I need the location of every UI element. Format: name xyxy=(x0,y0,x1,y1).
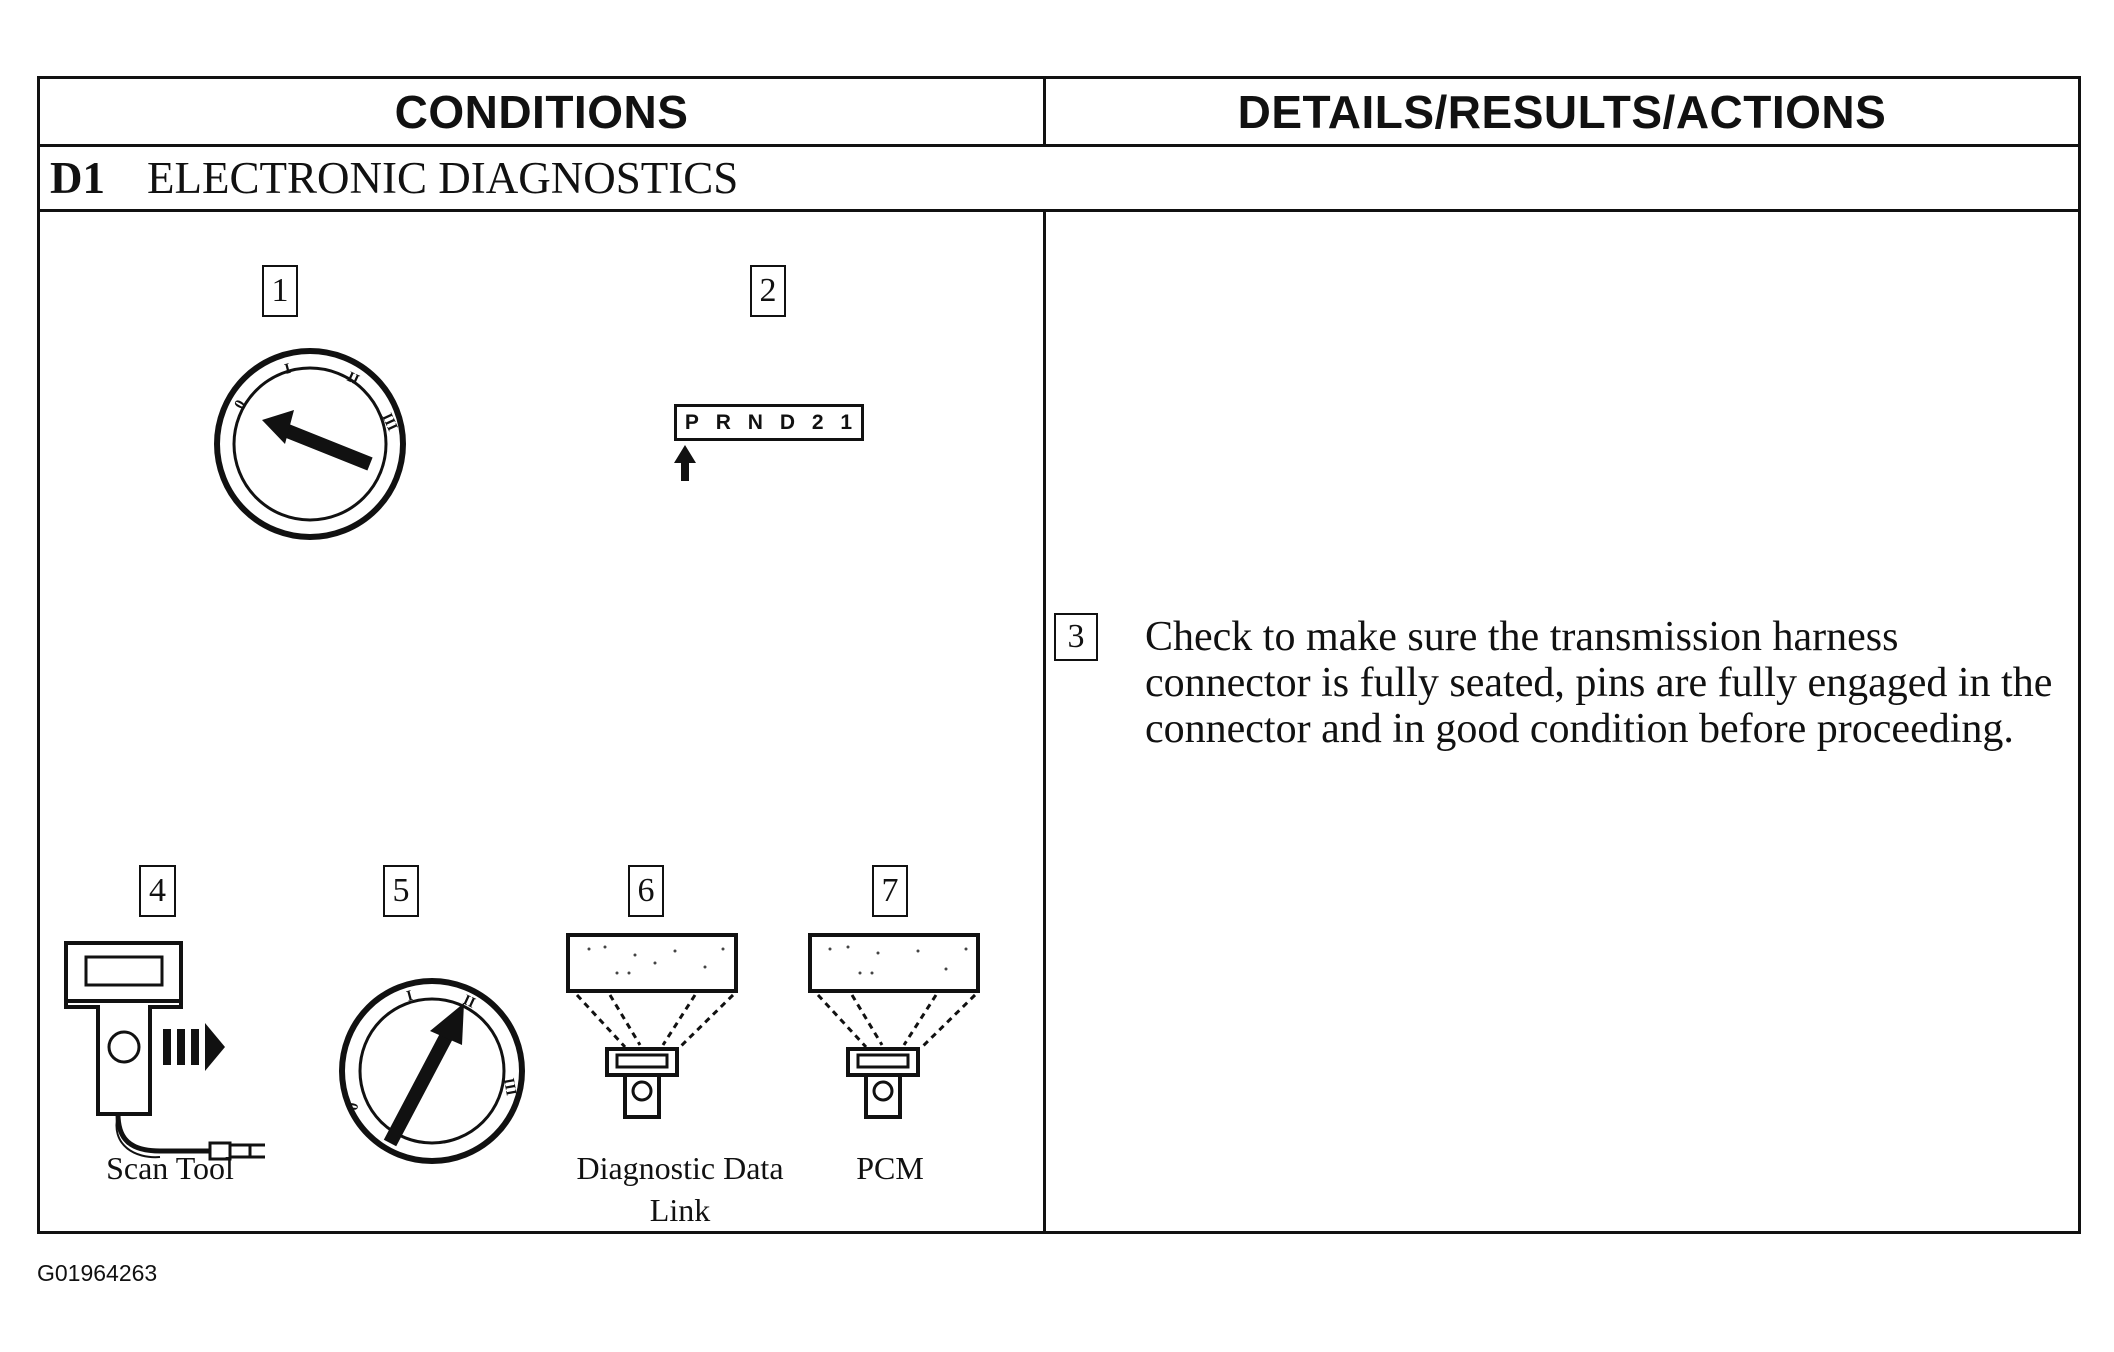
ddl-caption: Diagnostic Data Link xyxy=(576,1150,784,1228)
scan-tool-icon xyxy=(64,941,265,1161)
gear-2: 2 xyxy=(811,410,825,434)
header-divider xyxy=(40,144,2078,147)
header-column-divider xyxy=(1043,79,1046,144)
gear-p: P xyxy=(684,410,700,434)
scan-tool-caption: Scan Tool xyxy=(106,1150,234,1186)
details-header: DETAILS/RESULTS/ACTIONS xyxy=(1237,85,1887,138)
ignition-mark-1: I xyxy=(283,361,293,378)
gear-1: 1 xyxy=(840,410,854,434)
park-pointer-arrow-icon xyxy=(674,445,696,481)
diagnostic-data-link-icon xyxy=(566,933,738,1119)
gear-d: D xyxy=(779,410,796,434)
conditions-header: CONDITIONS xyxy=(394,85,689,138)
step-7-label: 7 xyxy=(872,865,908,917)
pcm-icon xyxy=(808,933,980,1119)
ignition-mark-3: III xyxy=(378,411,400,434)
figure-id: G01964263 xyxy=(37,1260,158,1286)
section-title: ELECTRONIC DIAGNOSTICS xyxy=(147,153,739,203)
step-3-label: 3 xyxy=(1054,613,1098,661)
ignition-on-mark-0: 0 xyxy=(345,1102,362,1112)
diagnostic-table: CONDITIONS DETAILS/RESULTS/ACTIONS D1 EL… xyxy=(37,76,2081,1234)
shift-indicator: P R N D 2 1 xyxy=(674,404,864,441)
ignition-switch-on-icon: 0 I II III xyxy=(339,978,525,1164)
ignition-on-mark-1: I xyxy=(405,988,415,1005)
gear-r: R xyxy=(715,410,732,434)
section-row: D1 ELECTRONIC DIAGNOSTICS xyxy=(40,147,2078,209)
pcm-caption: PCM xyxy=(856,1150,924,1186)
step-5-label: 5 xyxy=(383,865,419,917)
ignition-on-mark-3: III xyxy=(500,1077,519,1097)
step-2-label: 2 xyxy=(750,265,786,317)
ignition-switch-off-icon: 0 I II III xyxy=(214,348,406,540)
gear-n: N xyxy=(747,410,764,434)
step-1-label: 1 xyxy=(262,265,298,317)
step-6-label: 6 xyxy=(628,865,664,917)
step-3-instruction: Check to make sure the transmission harn… xyxy=(1145,614,2053,752)
step-4-label: 4 xyxy=(139,865,176,917)
section-divider xyxy=(40,209,2078,212)
body-column-divider xyxy=(1043,212,1046,1231)
section-id: D1 xyxy=(50,153,105,203)
